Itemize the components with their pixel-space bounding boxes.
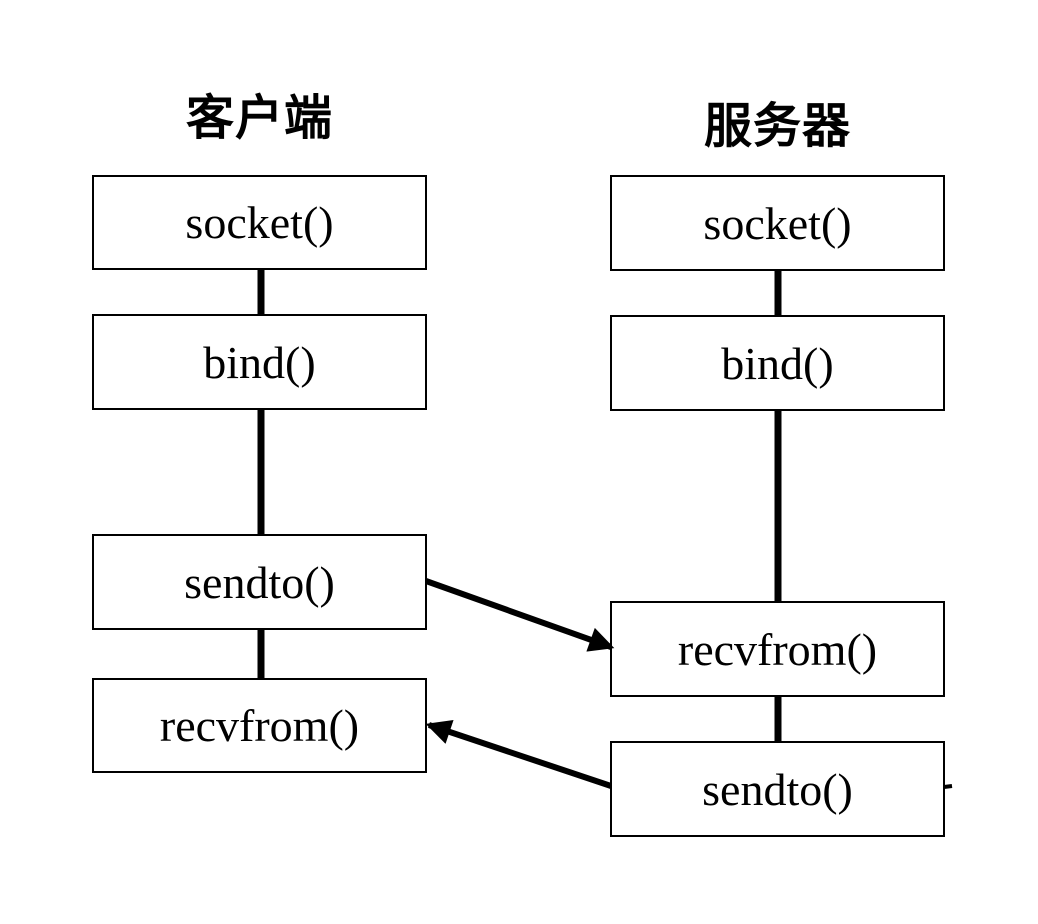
client-bind-box: bind() — [92, 314, 427, 410]
server-sendto-label: sendto() — [702, 763, 853, 815]
client-sendto-box: sendto() — [92, 534, 427, 630]
server-socket-box: socket() — [610, 175, 945, 271]
client-column-title: 客户端 — [185, 92, 333, 145]
client-recvfrom-label: recvfrom() — [159, 700, 360, 751]
client-recvfrom-box: recvfrom() — [92, 678, 427, 773]
client-bind-label: bind() — [203, 336, 316, 388]
server-bind-box: bind() — [610, 315, 945, 411]
server-bind-label: bind() — [721, 337, 834, 389]
server-socket-label: socket() — [703, 197, 852, 249]
client-socket-box: socket() — [92, 175, 427, 270]
server-recvfrom-label: recvfrom() — [677, 623, 878, 675]
arrow-server-sendto-to-client-recvfrom — [425, 719, 612, 789]
arrow-client-sendto-to-server-recvfrom — [424, 578, 615, 652]
client-socket-label: socket() — [185, 197, 334, 248]
server-sendto-box: sendto() — [610, 741, 945, 837]
server-column-title: 服务器 — [703, 100, 851, 153]
stray-tick-mark — [943, 784, 953, 789]
server-recvfrom-box: recvfrom() — [610, 601, 945, 697]
client-sendto-label: sendto() — [184, 556, 335, 608]
